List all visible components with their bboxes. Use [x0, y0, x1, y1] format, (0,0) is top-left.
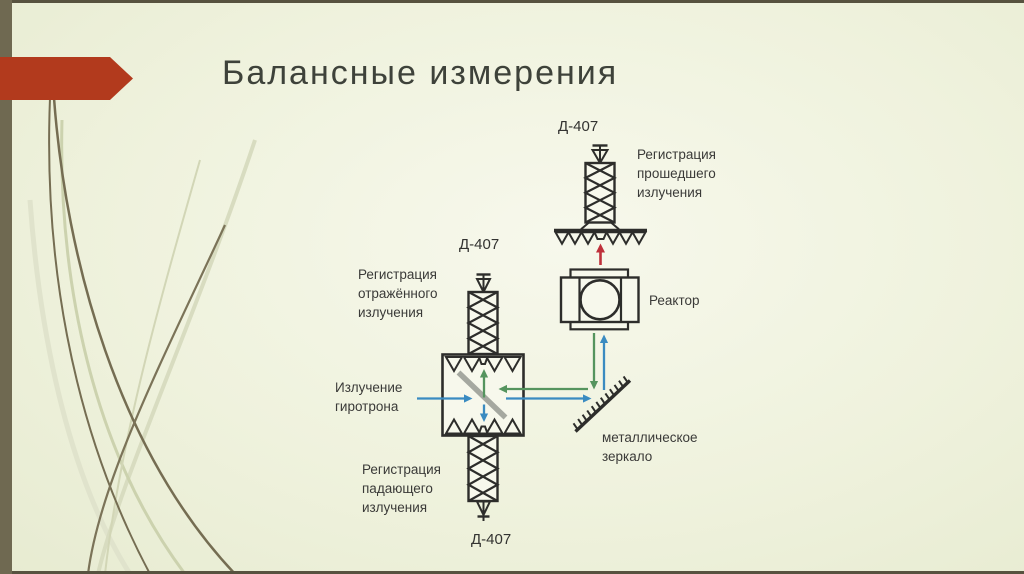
metallic-mirror-symbol	[572, 375, 632, 433]
box-teeth-bottom	[444, 417, 523, 435]
detector-bottom-label: Д-407	[471, 531, 512, 548]
reflected-beam-mirror-to-box-arrow	[498, 384, 588, 394]
box-teeth-top	[444, 356, 523, 374]
incident-beam-down-arrow	[479, 404, 489, 422]
metallic-mirror-label: металлическое зеркало	[602, 430, 698, 464]
incident-beam-mirror-to-reactor-arrow	[599, 334, 609, 390]
detector-top-symbol	[553, 144, 648, 246]
bottom-border	[0, 571, 1024, 574]
reflected-radiation-label: Регистрация отражённого излучения	[358, 267, 438, 320]
incident-beam-box-to-mirror-arrow	[506, 394, 592, 403]
gyrotron-beam-arrow	[417, 394, 473, 403]
reflected-beam-reactor-to-mirror-arrow	[589, 333, 599, 390]
detector-bottom-symbol	[466, 434, 500, 521]
reactor-symbol	[559, 268, 640, 331]
left-sidebar-stripe	[0, 0, 12, 574]
slide-title: Балансные измерения	[222, 54, 619, 92]
beam-splitter-box-symbol	[441, 353, 525, 437]
gyrotron-radiation-label: Излучение гиротрона	[335, 380, 403, 414]
top-border	[0, 0, 1024, 3]
transmitted-beam-arrow	[596, 243, 605, 265]
reflected-beam-up-arrow	[479, 369, 489, 398]
incident-radiation-label: Регистрация падающего излучения	[362, 462, 441, 515]
detector-top-label: Д-407	[558, 118, 599, 135]
beam-splitter-plate	[456, 370, 508, 420]
detector-left-label: Д-407	[459, 236, 500, 253]
title-accent-arrow-icon	[0, 57, 133, 100]
reactor-label: Реактор	[649, 293, 700, 308]
transmitted-radiation-label: Регистрация прошедшего излучения	[637, 147, 716, 200]
horn-teeth	[553, 231, 648, 246]
detector-left-symbol	[466, 273, 500, 356]
